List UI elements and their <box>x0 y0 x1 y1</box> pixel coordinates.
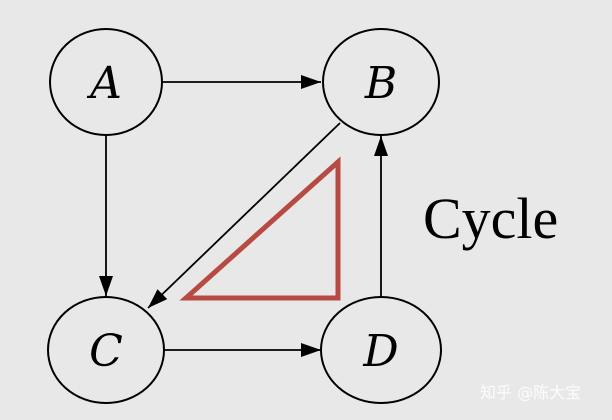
node-b-label: B <box>364 58 397 109</box>
node-d-label: D <box>362 326 398 377</box>
node-d: D <box>320 296 442 404</box>
cycle-label: Cycle <box>423 186 558 251</box>
node-c-label: C <box>89 326 123 377</box>
node-a: A <box>49 28 163 136</box>
node-b: B <box>322 28 440 136</box>
cycle-triangle-icon <box>179 156 341 301</box>
node-a-label: A <box>86 58 122 109</box>
watermark: 知乎 @陈大宝 <box>480 383 581 402</box>
node-c: C <box>47 296 165 404</box>
edge-b-to-c <box>147 122 341 309</box>
